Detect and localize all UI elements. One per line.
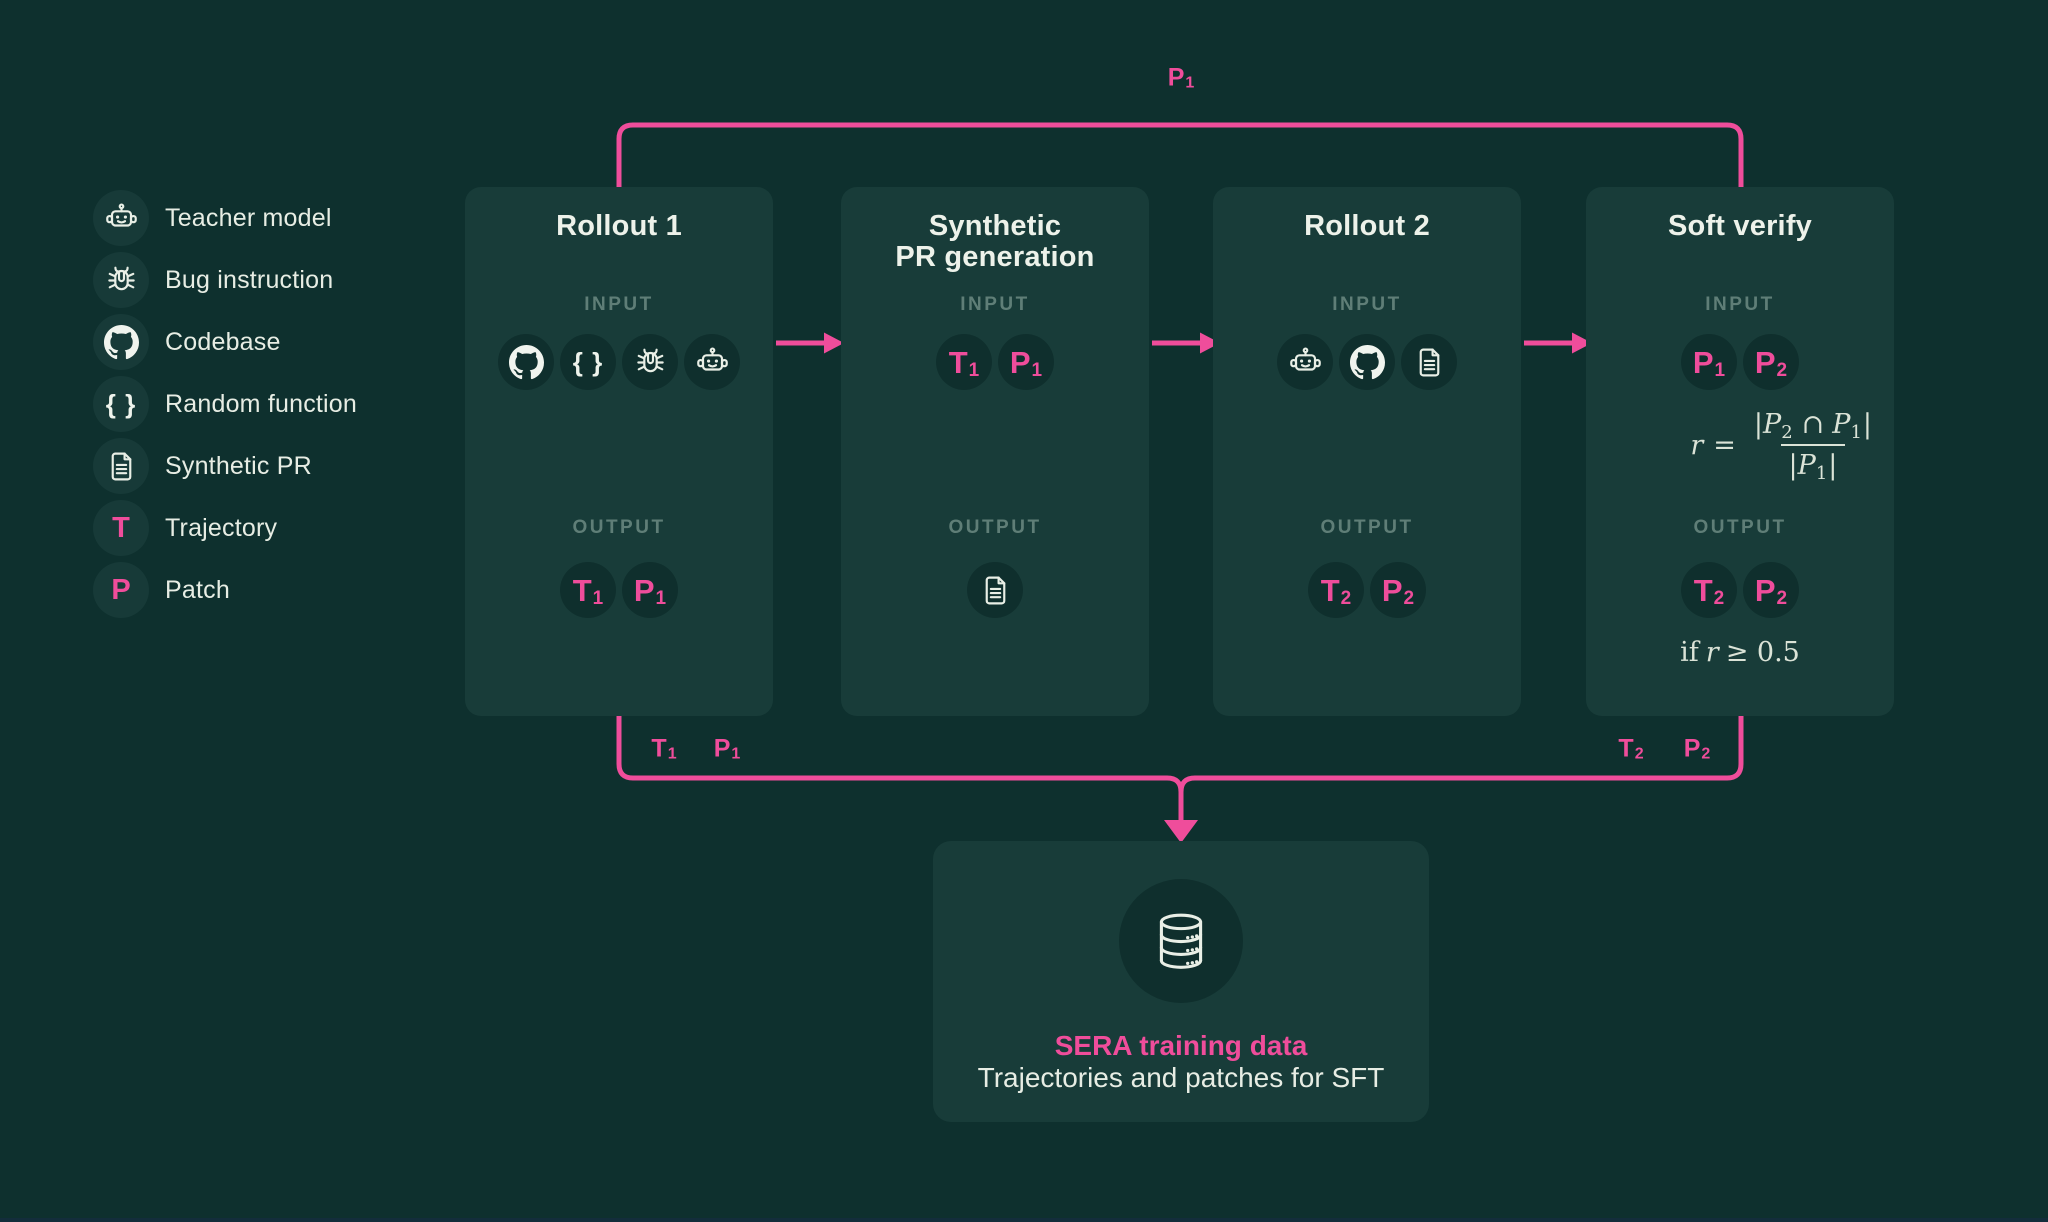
teacher-model-icon bbox=[93, 190, 149, 246]
document-icon bbox=[967, 562, 1023, 618]
output-icon-row bbox=[841, 562, 1149, 618]
patch-badge: P bbox=[93, 562, 149, 618]
braces-icon: { } bbox=[560, 334, 616, 390]
legend-item-trajectory: T Trajectory bbox=[93, 500, 357, 556]
card-title: Rollout 2 bbox=[1304, 210, 1430, 242]
legend-item-random-function: { } Random function bbox=[93, 376, 357, 432]
bottom-edge-strip bbox=[0, 1218, 2048, 1222]
legend-item-bug-instruction: Bug instruction bbox=[93, 252, 357, 308]
input-icon-row: { } bbox=[465, 334, 773, 390]
bottom-merge-left bbox=[616, 713, 1184, 822]
document-icon bbox=[93, 438, 149, 494]
arrowhead-2 bbox=[1200, 332, 1220, 354]
input-section-label: INPUT bbox=[960, 294, 1030, 315]
input-icon-row bbox=[1213, 334, 1521, 390]
sink-subtitle: Trajectories and patches for SFT bbox=[977, 1062, 1385, 1093]
arrowhead-down bbox=[1164, 820, 1198, 843]
github-icon bbox=[1339, 334, 1395, 390]
document-icon bbox=[1401, 334, 1457, 390]
legend-label: Synthetic PR bbox=[165, 451, 312, 480]
input-section-label: INPUT bbox=[1705, 294, 1775, 315]
legend-item-synthetic-pr: Synthetic PR bbox=[93, 438, 357, 494]
legend-label: Patch bbox=[165, 575, 230, 604]
legend: Teacher model Bug instruction Codebase {… bbox=[93, 190, 357, 618]
sera-training-data-box: SERA training data Trajectories and patc… bbox=[933, 841, 1429, 1122]
github-icon bbox=[93, 314, 149, 370]
bug-icon bbox=[622, 334, 678, 390]
top-loop-line bbox=[616, 122, 1744, 190]
legend-label: Teacher model bbox=[165, 203, 332, 232]
output-section-label: OUTPUT bbox=[948, 517, 1042, 538]
legend-label: Codebase bbox=[165, 327, 281, 356]
bottom-merge-right bbox=[1178, 713, 1744, 793]
input-section-label: INPUT bbox=[1332, 294, 1402, 315]
legend-label: Trajectory bbox=[165, 513, 278, 542]
database-icon bbox=[1119, 879, 1243, 1003]
input-section-label: INPUT bbox=[584, 294, 654, 315]
output-section-label: OUTPUT bbox=[1320, 517, 1414, 538]
legend-item-teacher-model: Teacher model bbox=[93, 190, 357, 246]
output-section-label: OUTPUT bbox=[572, 517, 666, 538]
output-section-label: OUTPUT bbox=[1693, 517, 1787, 538]
legend-item-codebase: Codebase bbox=[93, 314, 357, 370]
legend-item-patch: P Patch bbox=[93, 562, 357, 618]
card-title: Rollout 1 bbox=[556, 210, 682, 242]
legend-label: Bug instruction bbox=[165, 265, 334, 294]
teacher-model-icon bbox=[684, 334, 740, 390]
teacher-model-icon bbox=[1277, 334, 1333, 390]
bug-icon bbox=[93, 252, 149, 308]
braces-icon: { } bbox=[93, 376, 149, 432]
trajectory-badge: T bbox=[93, 500, 149, 556]
legend-label: Random function bbox=[165, 389, 358, 418]
arrowhead-3 bbox=[1572, 332, 1592, 354]
github-icon bbox=[498, 334, 554, 390]
arrowhead-1 bbox=[824, 332, 844, 354]
card-title: Synthetic PR generation bbox=[895, 210, 1095, 273]
card-title: Soft verify bbox=[1667, 210, 1812, 242]
sink-title: SERA training data bbox=[1054, 1030, 1308, 1061]
